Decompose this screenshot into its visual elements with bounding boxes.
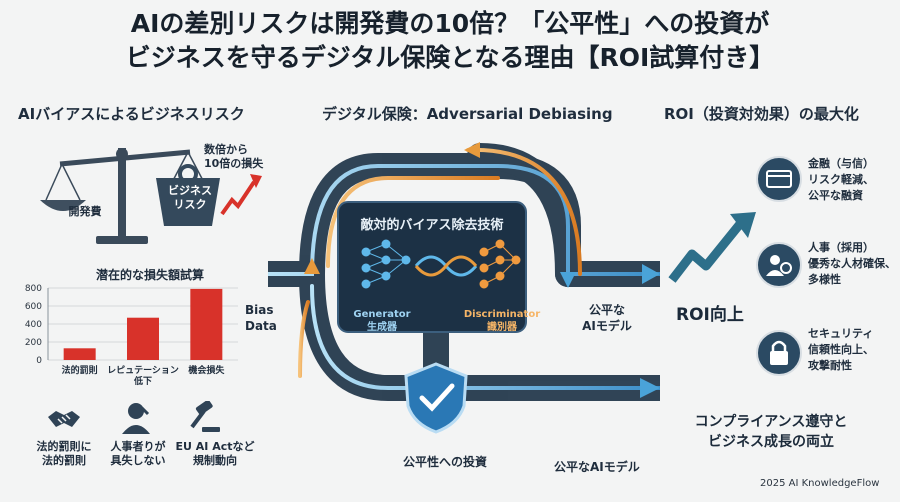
benefit-icon-security xyxy=(756,330,802,376)
dev-cost-label: 開発費 xyxy=(68,205,102,218)
adversarial-flow-diagram xyxy=(268,142,660,434)
flow-streams xyxy=(268,147,660,390)
bottom-fair-model-label: 公平なAIモデル xyxy=(554,460,640,474)
benefit-text-hr: 人事（採用） 優秀な人材確保、 多様性 xyxy=(808,241,896,286)
roi-growth-arrow-icon xyxy=(668,212,756,283)
risk-icon-label-2: 人事者りが 具失しない xyxy=(110,440,166,467)
generator-network-icon xyxy=(361,239,411,289)
y-tick-label: 400 xyxy=(25,320,42,330)
debiasing-box-title: 敵対的バイアス除去技術 xyxy=(360,218,504,233)
bar xyxy=(127,317,159,360)
y-tick-label: 600 xyxy=(25,302,42,312)
bar xyxy=(63,348,96,360)
debiasing-box xyxy=(337,201,527,333)
x-tick-label: レピュテーション xyxy=(107,364,179,376)
compliance-growth-label: コンプライアンス遵守と ビジネス成長の両立 xyxy=(694,414,848,450)
discriminator-label: Discriminator 識別器 xyxy=(463,309,541,333)
main-title-line1: AIの差別リスクは開発費の10倍？「公平性」への投資が xyxy=(130,9,770,38)
discriminator-network-icon xyxy=(479,239,521,289)
multiplier-label: 数倍から 10倍の損失 xyxy=(204,143,264,170)
x-tick-label: 法的罰則 xyxy=(62,364,98,376)
benefit-icon-finance xyxy=(756,156,802,202)
center-section-heading: デジタル保険：Adversarial Debiasing xyxy=(322,105,613,123)
risk-icon-label-3: EU AI Actなど 規制動向 xyxy=(175,440,255,467)
business-risk-weight-label: ビジネス リスク xyxy=(168,184,212,211)
x-tick-label: 低下 xyxy=(133,375,152,387)
shield-check-icon xyxy=(404,362,468,434)
x-tick-label: 機会損失 xyxy=(188,364,225,376)
y-tick-label: 200 xyxy=(25,338,42,348)
loss-estimate-bar-chart: 0 200 400 600 800 法的罰則レピュテーション低下 機会損失 xyxy=(25,284,238,387)
right-section-heading: ROI（投資対効果）の最大化 xyxy=(664,105,859,123)
left-section-heading: AIバイアスによるビジネスリスク xyxy=(18,105,245,123)
generator-label: Generator 生成器 xyxy=(353,309,411,333)
risk-icon-label-1: 法的罰則に 法的罰則 xyxy=(36,440,92,467)
chart-heading: 潜在的な損失額試算 xyxy=(95,268,204,282)
benefit-icon-hr xyxy=(756,242,802,288)
flow-arrowheads xyxy=(304,142,660,398)
balance-scale-illustration xyxy=(40,148,262,244)
main-title-line2: ビジネスを守るデジタル保険となる理由【ROI試算付き】 xyxy=(125,43,775,72)
bias-data-label: Bias Data xyxy=(245,303,277,333)
benefit-text-finance: 金融（与信） リスク軽減、 公平な融資 xyxy=(808,157,874,202)
people-icon xyxy=(766,255,792,276)
fairness-investment-label: 公平性への投資 xyxy=(402,455,487,469)
footer-credit: 2025 AI KnowledgeFlow xyxy=(760,478,880,489)
bar xyxy=(190,288,223,360)
lock-icon xyxy=(770,340,788,365)
y-tick-label: 800 xyxy=(25,284,42,294)
handshake-icon xyxy=(48,411,80,427)
gavel-icon xyxy=(190,401,220,432)
rising-arrow-icon xyxy=(220,174,262,216)
roi-label: ROI向上 xyxy=(676,305,744,325)
worried-person-icon xyxy=(122,403,150,434)
benefit-text-security: セキュリティ 信頼性向上、 攻撃耐性 xyxy=(808,327,874,372)
fair-model-output-label: 公平な AIモデル xyxy=(582,303,632,333)
credit-card-icon xyxy=(766,170,792,188)
risk-weight-icon xyxy=(156,164,220,226)
y-tick-label: 0 xyxy=(36,356,42,366)
